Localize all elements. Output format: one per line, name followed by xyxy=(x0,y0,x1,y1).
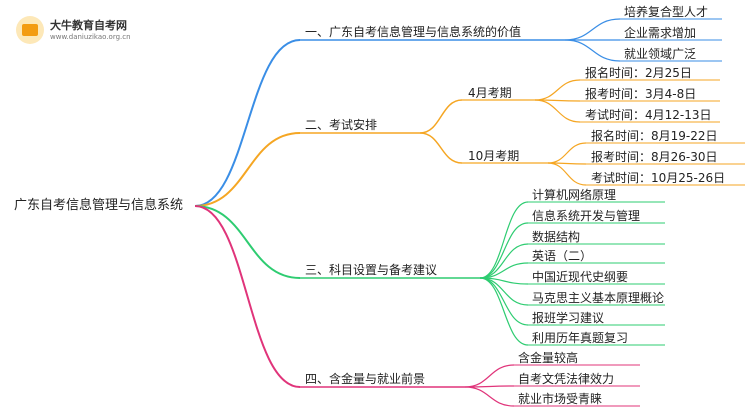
branch-4-item-2: 自考文凭法律效力 xyxy=(518,372,615,386)
october-leaf-connector-1 xyxy=(547,142,587,164)
branch-4-leaf-connector-1 xyxy=(464,364,515,388)
october-item-2: 报考时间：8月26-30日 xyxy=(591,150,718,164)
branch-3-item-1: 计算机网络原理 xyxy=(532,188,617,202)
branch-1-label: 一、广东自考信息管理与信息系统的价值 xyxy=(305,25,522,39)
april-item-3: 考试时间：4月12-13日 xyxy=(585,108,712,122)
branch-3-leaf-connector-7 xyxy=(479,277,529,326)
group-october-connector xyxy=(419,132,463,164)
branch-4-leaf-connector-3 xyxy=(464,386,515,407)
branch-3-item-5: 中国近现代史纲要 xyxy=(532,270,629,284)
april-leaf-connector-3 xyxy=(534,99,581,123)
branch-1-item-2: 企业需求增加 xyxy=(624,26,697,40)
october-leaf-connector-3 xyxy=(547,162,587,186)
branch-1-item-1: 培养复合型人才 xyxy=(624,5,709,19)
april-leaf-connector-1 xyxy=(534,79,581,101)
branch-3-leaf-connector-2 xyxy=(479,222,529,279)
main-connector-2 xyxy=(194,132,301,207)
branch-4-label: 四、含金量与就业前景 xyxy=(305,372,426,386)
branch-4-item-3: 就业市场受青睐 xyxy=(518,392,603,406)
branch-1-leaf-connector-3 xyxy=(564,39,621,62)
october-item-3: 考试时间：10月25-26日 xyxy=(591,171,726,185)
april-item-2: 报考时间：3月4-8日 xyxy=(585,87,697,101)
book-icon xyxy=(16,16,44,44)
branch-3-item-6: 马克思主义基本原理概论 xyxy=(532,291,665,305)
branch-3-item-3: 数据结构 xyxy=(532,230,581,244)
branch-3-leaf-connector-8 xyxy=(479,277,529,346)
branch-3-item-8: 利用历年真题复习 xyxy=(532,331,629,345)
branch-3-item-4: 英语（二） xyxy=(532,249,593,263)
october-item-1: 报名时间：8月19-22日 xyxy=(591,129,718,143)
site-url: www.daniuzikao.org.cn xyxy=(50,32,131,41)
branch-3-item-7: 报班学习建议 xyxy=(532,311,605,325)
branch-1-leaf-connector-1 xyxy=(564,18,621,41)
main-connector-3 xyxy=(194,205,301,279)
branch-3-item-2: 信息系统开发与管理 xyxy=(532,209,641,223)
main-connector-1 xyxy=(194,39,301,207)
branch-2-label: 二、考试安排 xyxy=(305,118,378,132)
branch-4-item-1: 含金量较高 xyxy=(518,351,579,365)
site-name: 大牛教育自考网 xyxy=(50,18,127,32)
april-item-1: 报名时间：2月25日 xyxy=(585,66,692,80)
group-october-label: 10月考期 xyxy=(468,149,520,163)
group-april-label: 4月考期 xyxy=(468,86,512,100)
branch-3-leaf-connector-1 xyxy=(479,201,529,279)
group-april-connector xyxy=(419,99,463,134)
site-logo: 大牛教育自考网 www.daniuzikao.org.cn xyxy=(16,16,131,44)
branch-1-item-3: 就业领域广泛 xyxy=(624,47,697,61)
main-connector-4 xyxy=(194,205,301,388)
branch-3-label: 三、科目设置与备考建议 xyxy=(305,263,438,277)
root-node: 广东自考信息管理与信息系统 xyxy=(14,198,184,213)
